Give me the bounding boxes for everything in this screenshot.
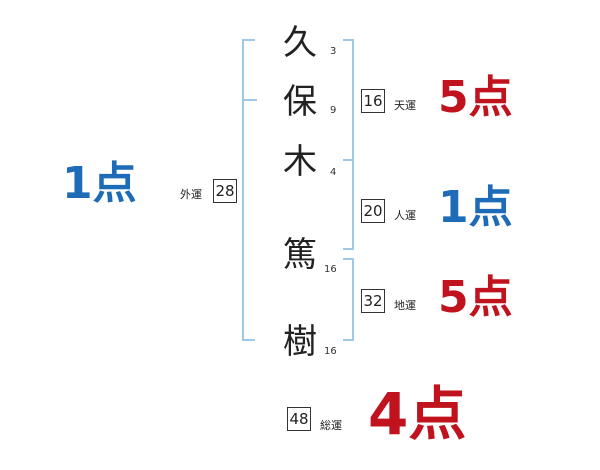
tenun-bracket bbox=[343, 39, 354, 161]
name-char-1: 久 bbox=[283, 23, 317, 63]
tenun-score: 5点 bbox=[438, 72, 513, 123]
name-char-4: 篤 bbox=[283, 235, 317, 275]
name-char-2: 保 bbox=[283, 82, 317, 122]
stroke-count-1: 3 bbox=[330, 46, 337, 57]
gaiun-value-box: 28 bbox=[213, 179, 237, 203]
stroke-count-5: 16 bbox=[324, 346, 337, 357]
souun-value-box: 48 bbox=[287, 407, 311, 431]
jinun-label: 人運 bbox=[394, 209, 416, 222]
stroke-count-2: 9 bbox=[330, 105, 337, 116]
stroke-count-4: 16 bbox=[324, 264, 337, 275]
chiun-label: 地運 bbox=[394, 299, 416, 312]
name-char-5: 樹 bbox=[283, 322, 317, 362]
outer-bracket bbox=[242, 39, 255, 341]
tenun-label: 天運 bbox=[394, 99, 416, 112]
jinun-value-box: 20 bbox=[361, 199, 385, 223]
chiun-score: 5点 bbox=[438, 272, 513, 323]
gaiun-label: 外運 bbox=[180, 188, 202, 201]
jinun-score: 1点 bbox=[438, 182, 513, 233]
souun-label: 総運 bbox=[320, 419, 342, 432]
jinun-bracket bbox=[343, 159, 354, 250]
chiun-value-box: 32 bbox=[361, 289, 385, 313]
souun-score: 4点 bbox=[368, 380, 467, 448]
gaiun-score: 1点 bbox=[62, 158, 137, 209]
name-char-3: 木 bbox=[283, 142, 317, 182]
chiun-bracket bbox=[343, 258, 354, 341]
stroke-count-3: 4 bbox=[330, 167, 337, 178]
tenun-value-box: 16 bbox=[361, 89, 385, 113]
